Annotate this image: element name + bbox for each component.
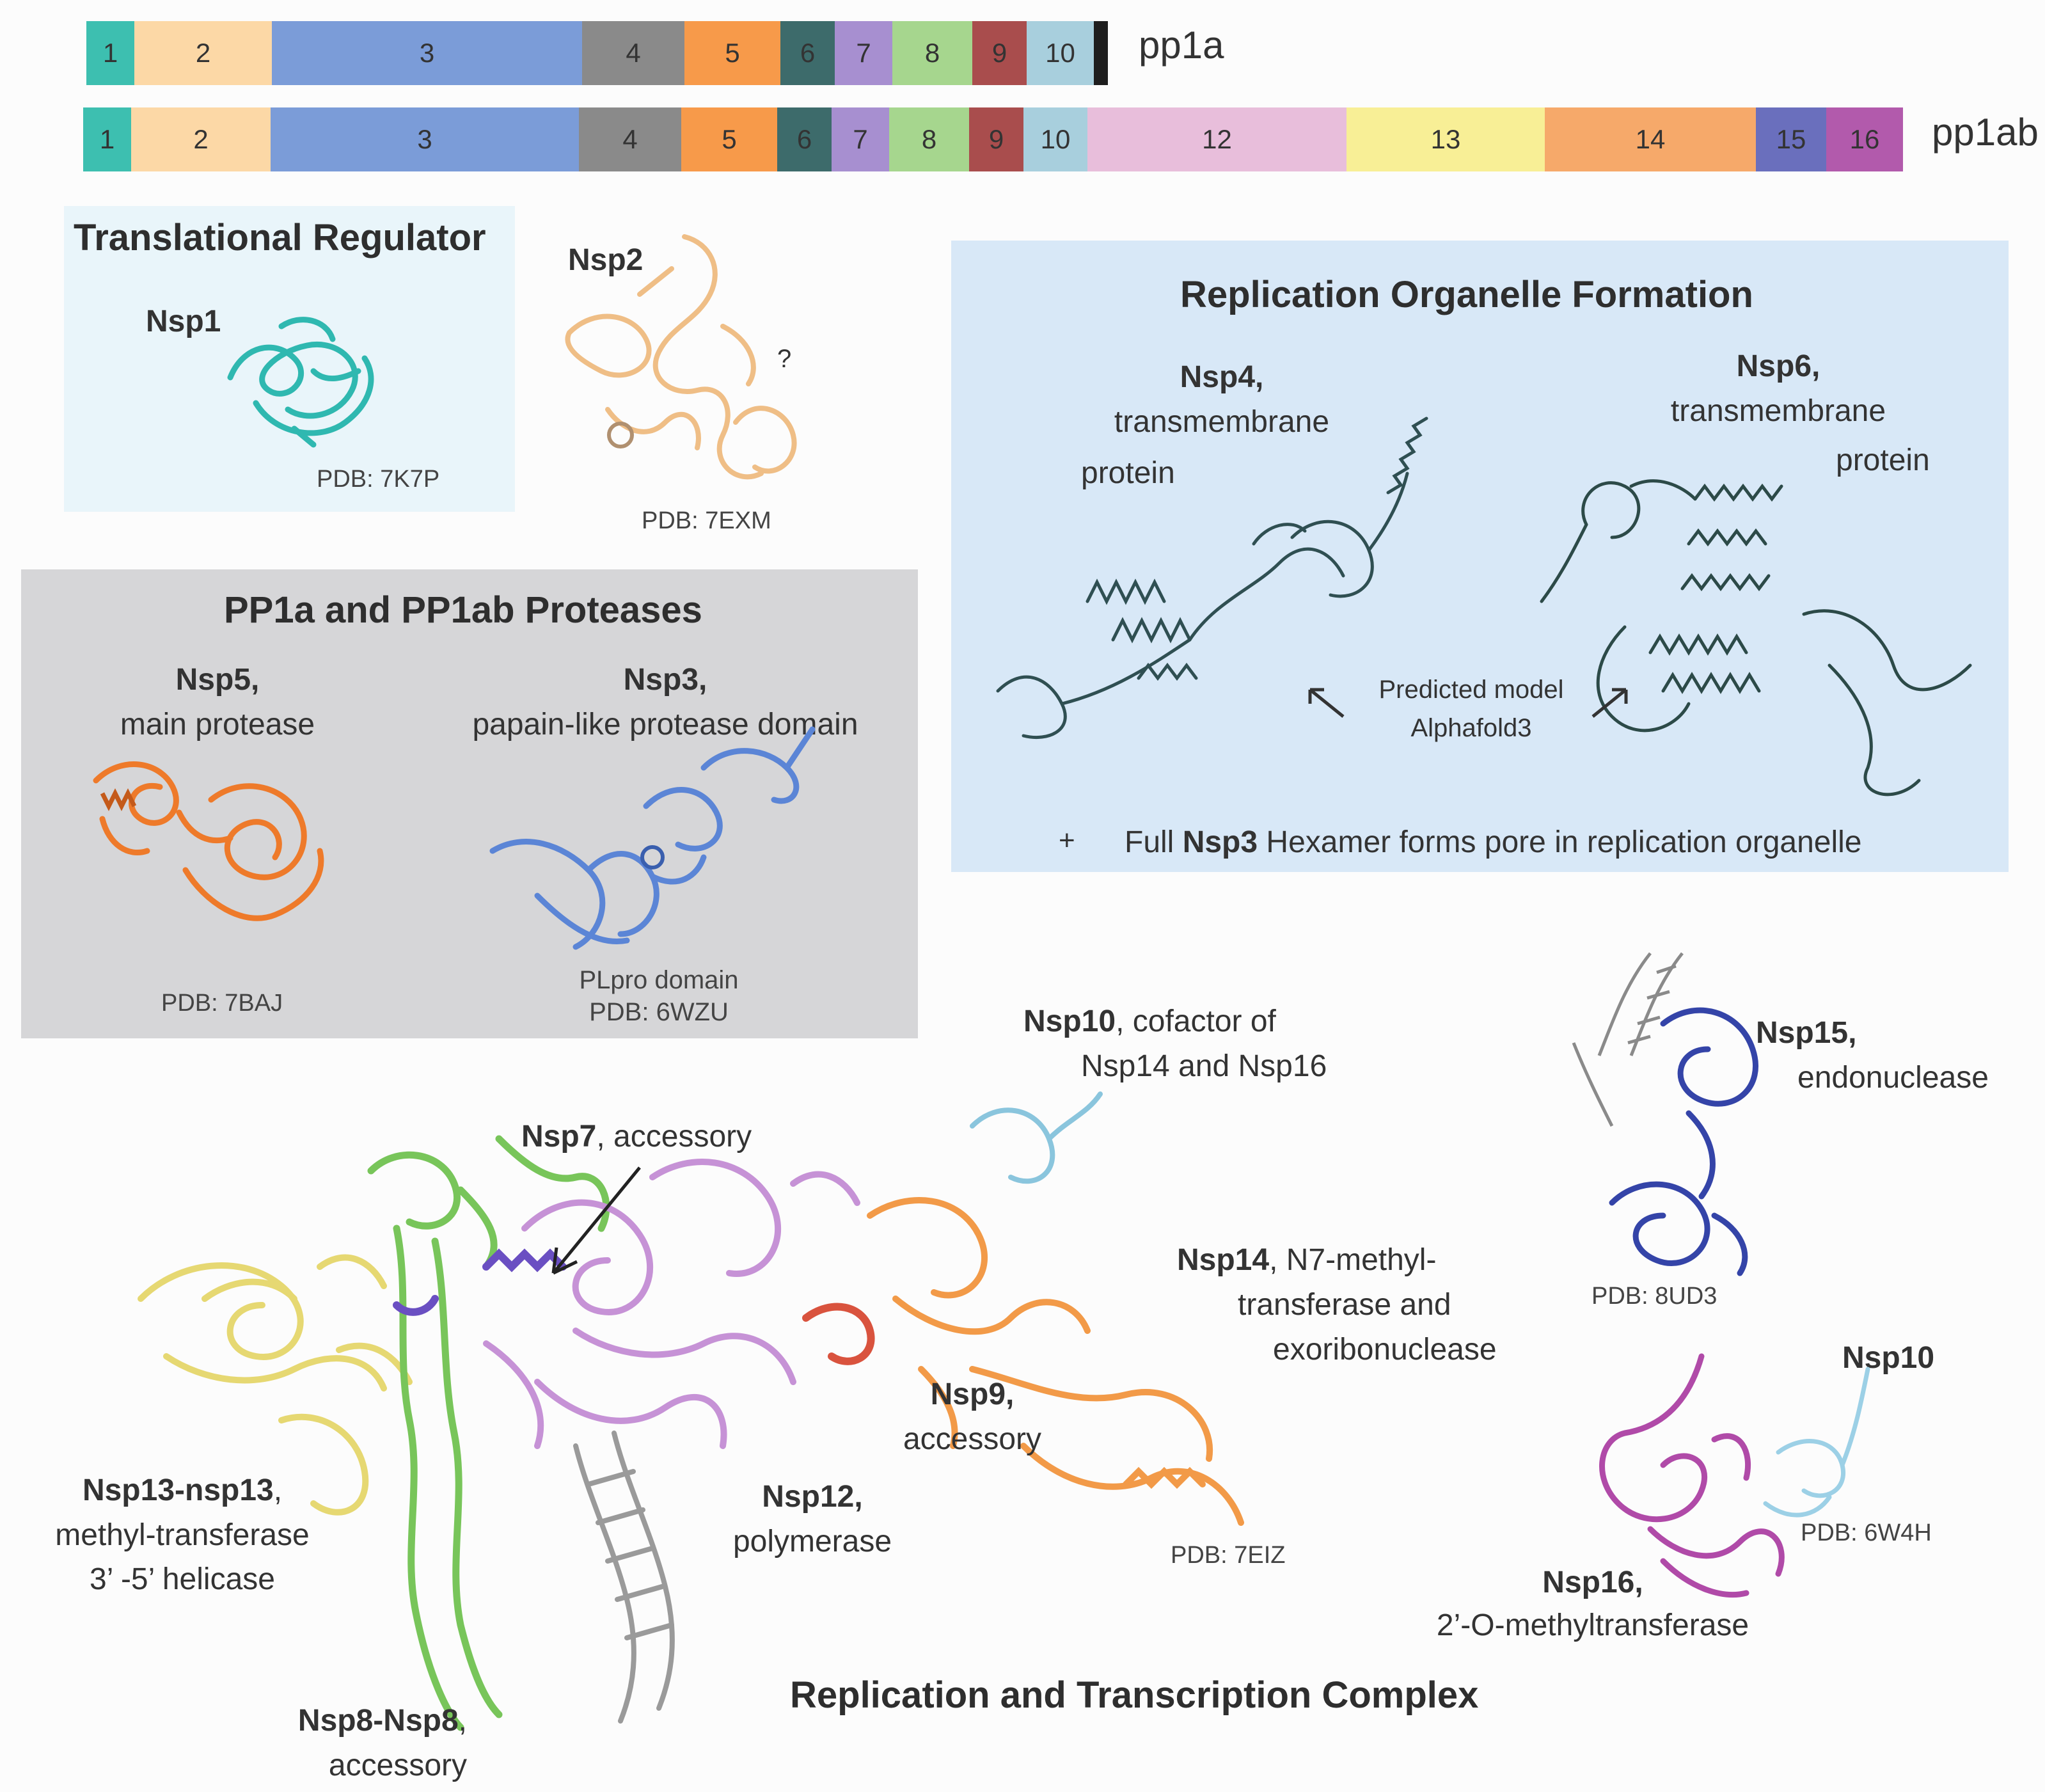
nsp15-structure [1572, 952, 1758, 1276]
translational-regulator-panel [64, 206, 515, 512]
nsp4-desc-line2: protein [1081, 456, 1175, 490]
pp1a-seg-3: 3 [272, 21, 582, 85]
rtc-structure [138, 1091, 1244, 1731]
organelle-footer: Full Nsp3 Hexamer forms pore in replicat… [1125, 825, 1862, 859]
pp1ab-seg-3: 3 [271, 107, 579, 171]
nsp2-pdb: PDB: 7EXM [642, 507, 771, 534]
rtc-nsp14-label: Nsp14, N7-methyl- [1177, 1243, 1437, 1277]
rtc-pdb: PDB: 7EIZ [1171, 1542, 1286, 1569]
nsp6-desc-line2: protein [1836, 443, 1930, 477]
nsp4-desc-line1: transmembrane [1114, 404, 1330, 439]
pp1a-seg-10: 10 [1027, 21, 1094, 85]
rtc-nsp12-desc: polymerase [732, 1524, 892, 1558]
rtc-nsp9-desc: accessory [903, 1422, 1042, 1456]
pp1ab-bar: 1 2 3 4 5 6 7 8 9 10 12 13 14 15 16 [83, 107, 1903, 171]
rtc-nsp10-desc2: Nsp14 and Nsp16 [1081, 1049, 1327, 1083]
nsp16-partner-nsp10-label: Nsp10 [1842, 1341, 1935, 1375]
pp1ab-seg-1: 1 [83, 107, 131, 171]
predicted-model-arrow-left [1308, 688, 1345, 718]
pp1ab-seg-4: 4 [579, 107, 681, 171]
organelle-title: Replication Organelle Formation [1180, 274, 1753, 315]
nsp3-plpro-domain-label: PLpro domain [579, 966, 739, 994]
rtc-nsp9-label: Nsp9,accessory [903, 1377, 1042, 1456]
pp1ab-seg-5: 5 [681, 107, 777, 171]
pp1ab-seg-16: 16 [1826, 107, 1903, 171]
nsp1-pdb: PDB: 7K7P [317, 466, 440, 493]
rtc-nsp10-label: Nsp10, cofactor of [1023, 1004, 1276, 1038]
nsp16-pdb: PDB: 6W4H [1801, 1519, 1932, 1546]
rtc-nsp7-label: Nsp7, accessory [521, 1120, 752, 1154]
pp1ab-seg-15: 15 [1756, 107, 1826, 171]
nsp2-question-mark: ? [777, 345, 792, 373]
organelle-panel [951, 241, 2009, 872]
pp1ab-seg-8: 8 [889, 107, 969, 171]
pp1ab-seg-6: 6 [777, 107, 832, 171]
nsp5-description: main protease [120, 707, 315, 741]
pp1a-seg-2: 2 [134, 21, 272, 85]
pp1ab-seg-9: 9 [969, 107, 1023, 171]
pp1a-label: pp1a [1139, 24, 1224, 67]
rtc-nsp12-label: Nsp12,polymerase [732, 1480, 892, 1558]
nsp3-pdb: PDB: 6WZU [589, 998, 729, 1026]
pp1ab-seg-12: 12 [1087, 107, 1346, 171]
nsp5-structure [93, 761, 324, 921]
nsp16-label: Nsp16,2’-O-methyltransferase [1436, 1566, 1749, 1643]
pp1a-end-cap [1094, 21, 1108, 85]
rtc-nsp8-desc: accessory [328, 1748, 467, 1782]
nsp2-structure [565, 234, 797, 480]
pp1ab-seg-7: 7 [832, 107, 889, 171]
pp1a-seg-7: 7 [835, 21, 892, 85]
predicted-model-label: Predicted model Alphafold3 [1330, 670, 1612, 747]
pp1ab-seg-2: 2 [131, 107, 271, 171]
nsp16-structure [1599, 1353, 1870, 1598]
pp1a-bar: 1 2 3 4 5 6 7 8 9 10 [86, 21, 1108, 85]
nsp15-desc: endonuclease [1797, 1060, 1989, 1095]
nsp5-pdb: PDB: 7BAJ [161, 990, 283, 1017]
rtc-nsp14-desc2: transferase and [1238, 1288, 1451, 1322]
nsp6-desc-line1: transmembrane [1670, 393, 1886, 428]
rtc-nsp14-desc3: exoribonuclease [1273, 1333, 1497, 1367]
rtc-title: Replication and Transcription Complex [790, 1674, 1479, 1716]
pp1ab-label: pp1ab [1932, 111, 2039, 154]
pp1a-seg-9: 9 [972, 21, 1027, 85]
nsp4-label: Nsp4,transmembrane [1114, 360, 1330, 439]
predicted-model-line1: Predicted model [1378, 676, 1564, 704]
pp1ab-seg-10: 10 [1023, 107, 1087, 171]
organelle-footer-plus: + [1059, 825, 1075, 856]
nsp3-description: papain-like protease domain [472, 707, 858, 741]
rtc-nsp7-arrow [551, 1166, 641, 1275]
rtc-nsp13-desc1: methyl-transferase [55, 1518, 310, 1552]
nsp4-structure [996, 416, 1428, 740]
rtc-nsp13-desc2: 3’ -5’ helicase [90, 1562, 275, 1597]
proteases-title: PP1a and PP1ab Proteases [224, 589, 702, 631]
nsp3-label: Nsp3,papain-like protease domain [472, 663, 858, 741]
nsp3-structure [489, 726, 816, 950]
nsp16-desc: 2’-O-methyltransferase [1436, 1608, 1749, 1643]
nsp6-label: Nsp6,transmembrane [1670, 349, 1886, 428]
pp1a-seg-6: 6 [780, 21, 835, 85]
translational-regulator-title: Translational Regulator [74, 217, 486, 258]
predicted-model-arrow-right [1591, 688, 1628, 718]
proteases-panel [21, 569, 918, 1038]
pp1a-seg-4: 4 [582, 21, 684, 85]
pp1a-seg-8: 8 [892, 21, 972, 85]
rtc-nsp8-label: Nsp8-Nsp8, accessory [297, 1704, 467, 1782]
predicted-model-line2: Alphafold3 [1410, 714, 1532, 742]
nsp2-label: Nsp2 [568, 243, 644, 277]
nsp6-structure [1540, 479, 1972, 797]
nsp1-label: Nsp1 [146, 305, 221, 338]
nsp15-label: Nsp15,endonuclease [1756, 1016, 1989, 1095]
nsp15-pdb: PDB: 8UD3 [1591, 1283, 1717, 1310]
pp1a-seg-5: 5 [684, 21, 780, 85]
pp1a-seg-1: 1 [86, 21, 134, 85]
pp1ab-seg-14: 14 [1545, 107, 1756, 171]
nsp5-label: Nsp5,main protease [120, 663, 315, 741]
nsp1-structure [227, 317, 374, 448]
pp1ab-seg-13: 13 [1346, 107, 1545, 171]
rtc-nsp13-label: Nsp13-nsp13, methyl-transferase 3’ -5’ h… [55, 1473, 310, 1597]
